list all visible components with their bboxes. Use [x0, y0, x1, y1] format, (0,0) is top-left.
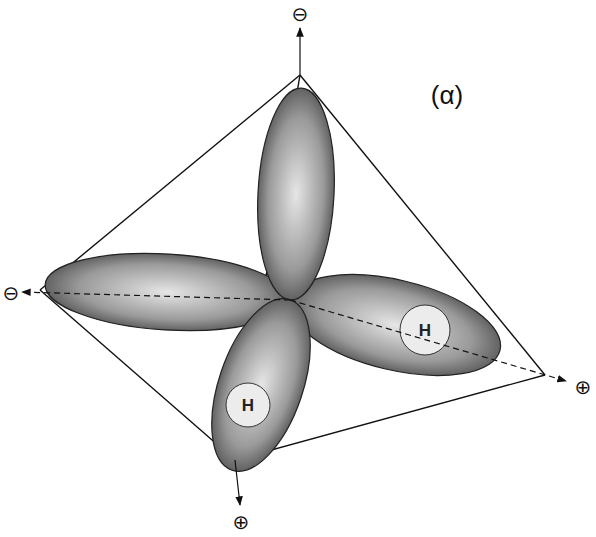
charge-sign: ⊕ [233, 512, 250, 532]
sp3-lobes [43, 86, 511, 484]
atom-label: H [419, 322, 431, 339]
hydrogen-overlap [226, 305, 450, 427]
atom-label: H [242, 397, 254, 414]
charge-sign: ⊕ [575, 377, 592, 397]
figure-label: (α) [431, 82, 463, 108]
charge-sign: ⊖ [292, 4, 309, 24]
charge-sign: ⊖ [3, 283, 20, 303]
axes [22, 28, 566, 505]
